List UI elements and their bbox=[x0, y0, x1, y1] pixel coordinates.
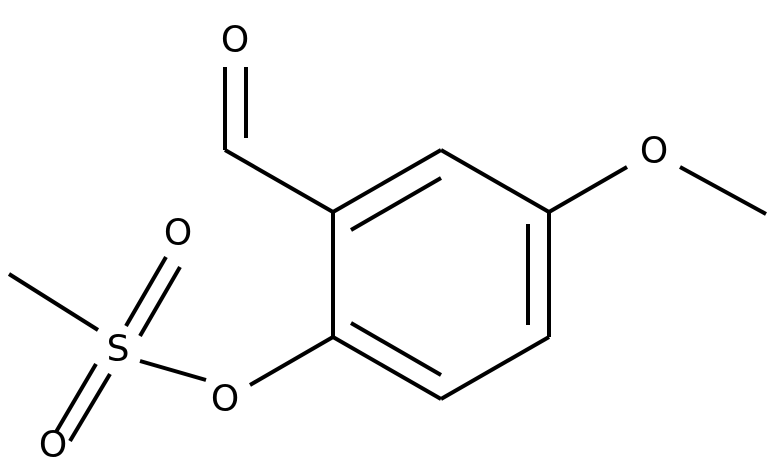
ring-bond-c5-c6 bbox=[332, 335, 442, 401]
sulfur-label: S bbox=[107, 329, 130, 370]
methoxy-o-ch3-bond bbox=[679, 165, 767, 216]
ring-bond-c4-c5 bbox=[440, 335, 550, 401]
aldehyde-oxygen-label: O bbox=[221, 20, 249, 61]
ester-o-s-bond bbox=[139, 359, 207, 382]
sulfonyl-oxygen-bottom-label: O bbox=[39, 425, 67, 466]
s-o-top-double-bond-b bbox=[138, 265, 182, 338]
ester-oxygen-label: O bbox=[211, 379, 239, 420]
ring-bond-c5-c6-inner bbox=[349, 321, 443, 377]
ring-bond-c1-c2 bbox=[332, 148, 442, 214]
ring-bond-c2-c3 bbox=[440, 148, 550, 214]
methoxy-ring-o-bond bbox=[548, 165, 628, 214]
s-o-bottom-double-bond-a bbox=[54, 362, 98, 434]
ring-bond-c1-c2-inner bbox=[349, 176, 443, 232]
s-o-bottom-double-bond-b bbox=[68, 372, 112, 443]
methoxy-oxygen-label: O bbox=[640, 131, 668, 172]
ring-ester-o-bond bbox=[248, 335, 335, 387]
aldehyde-c-ring-bond bbox=[224, 148, 334, 214]
sulfonyl-oxygen-top-label: O bbox=[164, 213, 192, 254]
s-o-top-double-bond-a bbox=[124, 255, 168, 328]
s-ch3-bond bbox=[7, 272, 100, 332]
